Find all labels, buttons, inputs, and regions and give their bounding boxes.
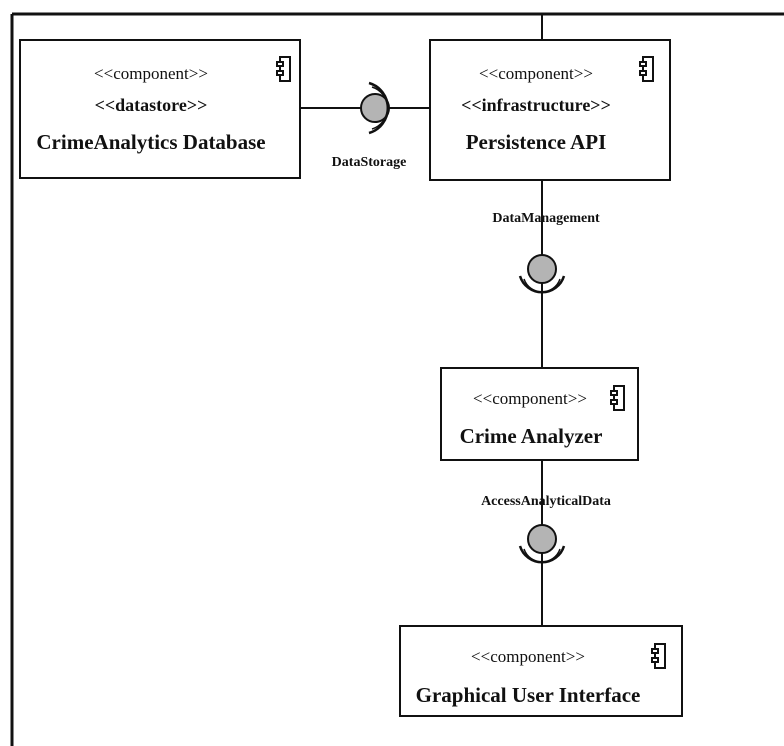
frame <box>10 12 784 746</box>
component-stereotype: <<component>> <box>479 64 593 83</box>
interface-data-storage: DataStorage <box>332 81 407 170</box>
connectors <box>300 14 543 626</box>
interface-data-management: DataManagement <box>492 211 600 294</box>
component-box <box>440 367 639 461</box>
provided-interface-ball <box>527 254 557 284</box>
component-name: CrimeAnalytics Database <box>36 130 265 154</box>
component-name: Crime Analyzer <box>460 424 603 448</box>
interface-label-data-management: DataManagement <box>492 211 600 226</box>
interface-label-access-analytical-data: AccessAnalyticalData <box>481 494 611 509</box>
component-stereotype: <<infrastructure>> <box>461 95 611 115</box>
component-graphical-user-interface[interactable]: <<component>> Graphical User Interface <box>399 625 683 717</box>
component-crime-analytics-database[interactable]: <<component>> <<datastore>> CrimeAnalyti… <box>19 39 301 179</box>
component-stereotype: <<component>> <box>471 647 585 666</box>
provided-interface-ball <box>527 524 557 554</box>
component-stereotype: <<datastore>> <box>95 95 208 115</box>
component-persistence-api[interactable]: <<component>> <<infrastructure>> Persist… <box>429 39 671 181</box>
component-crime-analyzer[interactable]: <<component>> Crime Analyzer <box>440 367 639 461</box>
component-name: Graphical User Interface <box>416 683 641 707</box>
interface-label-data-storage: DataStorage <box>332 155 407 170</box>
component-box <box>429 39 671 181</box>
component-stereotype: <<component>> <box>473 389 587 408</box>
component-name: Persistence API <box>466 130 607 154</box>
component-box <box>399 625 683 717</box>
interface-access-analytical-data: AccessAnalyticalData <box>481 494 611 564</box>
component-stereotype: <<component>> <box>94 64 208 83</box>
component-box <box>19 39 301 179</box>
